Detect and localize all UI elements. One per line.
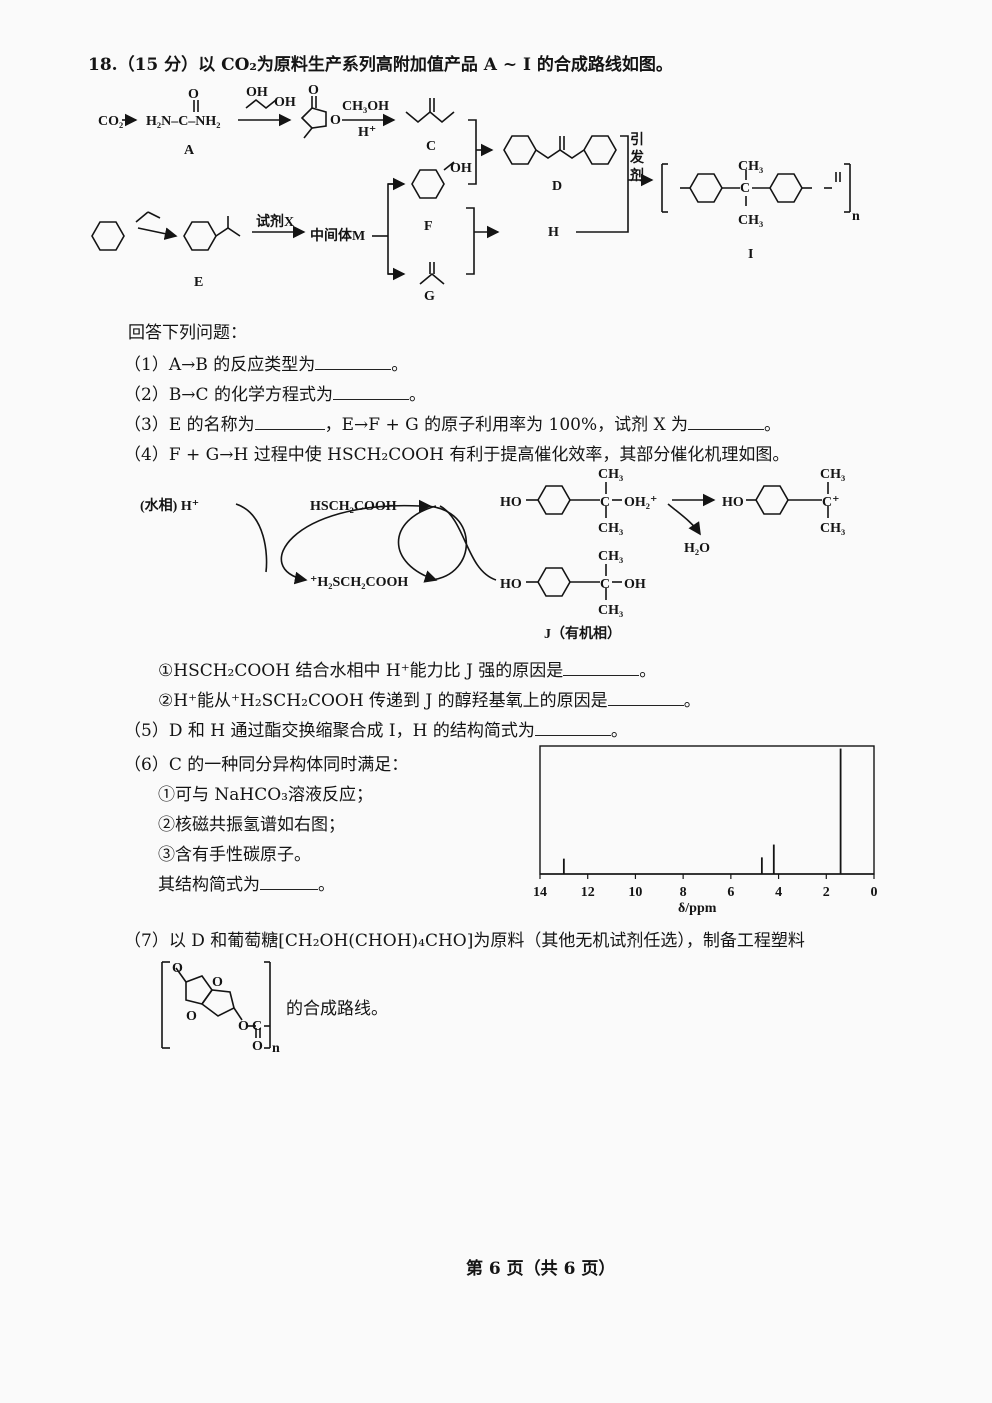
- carbocation-label: C⁺: [822, 495, 840, 510]
- answer-blank[interactable]: [315, 355, 392, 370]
- reagent-x: 试剂X: [256, 213, 294, 230]
- acid-catalyst: H⁺: [358, 125, 376, 140]
- label-d: D: [552, 179, 562, 194]
- ch3-label-1: CH₃: [598, 467, 623, 482]
- question-6: （6）C 的一种同分异构体同时满足：: [124, 755, 409, 775]
- label-h: H: [548, 225, 559, 240]
- poly-c: C: [252, 1019, 262, 1034]
- question-2: （2）B→C 的化学方程式为。: [124, 385, 426, 405]
- question-4: （4）F + G→H 过程中使 HSCH₂COOH 有利于提高催化效率，其部分催…: [124, 445, 790, 465]
- answer-blank[interactable]: [260, 875, 318, 890]
- question-5: （5）D 和 H 通过酯交换缩聚合成 I，H 的结构简式为。: [124, 721, 628, 741]
- answer-blank[interactable]: [332, 385, 409, 400]
- glycol-oh1: OH: [246, 85, 268, 100]
- urea-formula: H₂N–C–NH₂: [146, 114, 221, 129]
- poly-n: n: [272, 1041, 280, 1056]
- oxonium-label: OH₂⁺: [624, 495, 657, 510]
- nmr-tick-label: 2: [823, 885, 830, 900]
- label-a: A: [184, 143, 195, 158]
- label-c: C: [426, 139, 436, 154]
- answer-blank[interactable]: [607, 691, 684, 706]
- question-4-1: ①HSCH₂COOH 结合水相中 H⁺能力比 J 强的原因是。: [158, 661, 657, 681]
- ch3-label-5: CH₃: [598, 549, 623, 564]
- j-organic-phase: J（有机相）: [544, 625, 621, 642]
- ring-o: O: [330, 113, 341, 128]
- polycarbonate-structure: O O O O C O n: [161, 961, 280, 1056]
- nmr-tick-label: 4: [775, 885, 782, 900]
- ch3-label-6: CH₃: [598, 603, 623, 618]
- nmr-tick-label: 8: [680, 885, 687, 900]
- c-label-2: C: [600, 577, 610, 592]
- question-7: （7）以 D 和葡萄糖[CH₂OH(CHOH)₄CHO]为原料（其他无机试剂任选…: [124, 931, 805, 951]
- water-label: H₂O: [684, 541, 710, 556]
- ch3-label-4: CH₃: [820, 521, 845, 536]
- polymer-n: n: [852, 209, 860, 224]
- question-3: （3）E 的名称为，E→F + G 的原子利用率为 100%，试剂 X 为。: [124, 415, 782, 435]
- i-ch3-top: CH₃: [738, 159, 763, 174]
- oh-label-j: OH: [624, 577, 646, 592]
- methanol-label: CH₃OH: [342, 99, 389, 114]
- question-6-4: 其结构简式为。: [158, 875, 335, 895]
- ho-label-2: HO: [722, 495, 744, 510]
- i-quaternary-c: C: [740, 181, 750, 196]
- label-f: F: [424, 219, 433, 234]
- i-ch3-bottom: CH₃: [738, 213, 763, 228]
- protonated-thiol: ⁺H₂SCH₂COOH: [310, 575, 408, 590]
- question-6-3: ③含有手性碳原子。: [158, 845, 311, 865]
- nmr-tick-label: 12: [581, 885, 595, 900]
- initiator-1: 引: [630, 132, 644, 148]
- ho-label-3: HO: [500, 577, 522, 592]
- glycol-oh2: OH: [274, 95, 296, 110]
- label-g: G: [424, 289, 435, 304]
- initiator-2: 发: [629, 149, 645, 166]
- question-header: 18.（15 分）以 CO₂为原料生产系列高附加值产品 A ~ I 的合成路线如…: [88, 55, 673, 75]
- phenol-oh: OH: [450, 161, 472, 176]
- synthesis-scheme: CO₂ O H₂N–C–NH₂ A OH OH O O CH₃OH H⁺ C D…: [91, 83, 860, 304]
- water-phase-proton: (水相) H⁺: [140, 497, 199, 514]
- question-6-1: ①可与 NaHCO₃溶液反应；: [158, 785, 373, 805]
- initiator-3: 剂: [630, 167, 644, 184]
- label-e: E: [194, 275, 203, 290]
- nmr-tick-label: 0: [871, 885, 878, 900]
- nmr-tick-label: 6: [727, 885, 734, 900]
- question-1: （1）A→B 的反应类型为。: [124, 355, 409, 375]
- ho-label-1: HO: [500, 495, 522, 510]
- question-7-tail: 的合成路线。: [286, 999, 388, 1019]
- co2-label: CO₂: [98, 114, 123, 129]
- nmr-tick-label: 10: [628, 885, 642, 900]
- carbonate-o: O: [308, 83, 319, 98]
- poly-ring-o1: O: [212, 975, 223, 990]
- answer-blank[interactable]: [563, 661, 640, 676]
- answer-blank[interactable]: [534, 721, 611, 736]
- intermediate-m: 中间体M: [310, 227, 365, 244]
- poly-ring-o2: O: [186, 1009, 197, 1024]
- nmr-tick-label: 14: [533, 885, 547, 900]
- poly-carbonyl-o: O: [252, 1039, 263, 1054]
- nmr-frame: [539, 745, 875, 875]
- ch3-label-3: CH₃: [820, 467, 845, 482]
- question-6-2: ②核磁共振氢谱如右图；: [158, 815, 345, 835]
- answer-blank[interactable]: [254, 415, 325, 430]
- answer-blank[interactable]: [688, 415, 765, 430]
- question-4-2: ②H⁺能从⁺H₂SCH₂COOH 传递到 J 的醇羟基氧上的原因是。: [158, 691, 701, 711]
- poly-o-top: O: [172, 961, 183, 976]
- nmr-spectrum: 14 12 10 8 6 4 2 0 δ/ppm: [533, 745, 878, 916]
- page-footer: 第 6 页（共 6 页）: [466, 1259, 616, 1279]
- catalysis-mechanism: (水相) H⁺ HSCH₂COOH ⁺H₂SCH₂COOH HO CH₃ C O…: [140, 467, 845, 642]
- poly-o-ester: O: [238, 1019, 249, 1034]
- ch3-label-2: CH₃: [598, 521, 623, 536]
- nmr-axis-label: δ/ppm: [678, 901, 717, 916]
- thioglycolic-acid: HSCH₂COOH: [310, 499, 397, 514]
- label-i: I: [748, 247, 753, 262]
- carbonyl-o: O: [188, 87, 199, 102]
- c-label-1: C: [600, 495, 610, 510]
- answer-intro: 回答下列问题：: [128, 323, 247, 343]
